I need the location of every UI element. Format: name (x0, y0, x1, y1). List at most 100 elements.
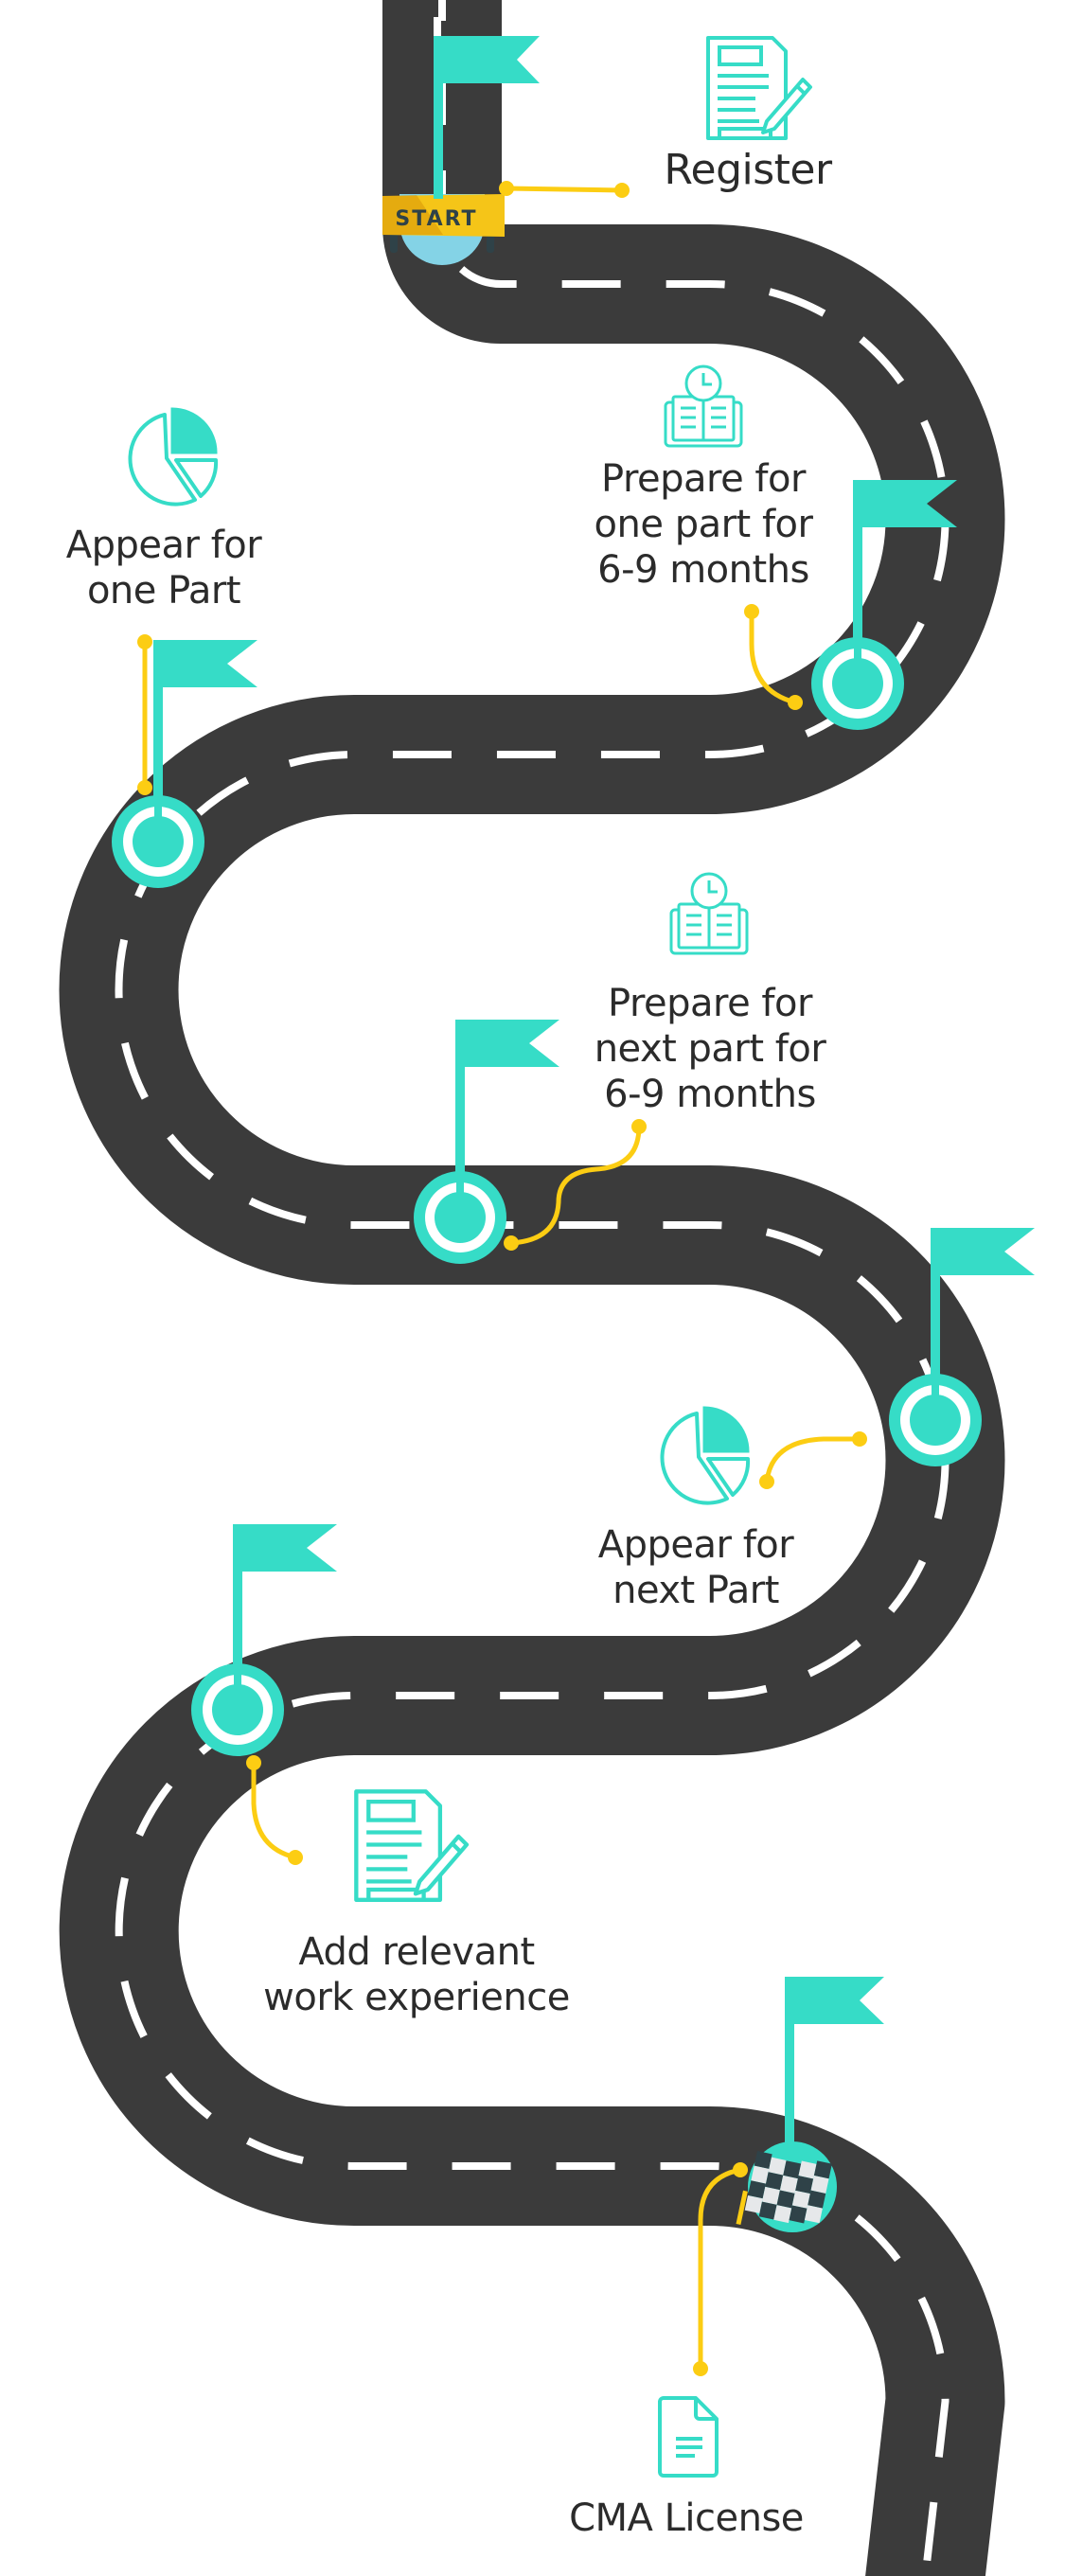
flag-icon (233, 1524, 337, 1572)
checker-square (776, 2190, 795, 2209)
flag-pole-end (234, 1672, 241, 1700)
checker-square (795, 2176, 814, 2194)
flag-pole (434, 36, 443, 199)
checker-square (779, 2175, 798, 2194)
milestone-appear-next (889, 1228, 1035, 1466)
checker-square (804, 2205, 823, 2224)
flag-pole (455, 1020, 465, 1217)
flag-pole-end (154, 804, 162, 832)
connector-dot (246, 1755, 261, 1770)
checker-square (761, 2186, 780, 2205)
connector-dot (733, 2162, 748, 2177)
checker-square (754, 2151, 772, 2169)
step-text-line: next part for (594, 1027, 826, 1071)
connector-line (508, 1124, 642, 1246)
checker-square (810, 2175, 829, 2194)
checker-square (768, 2157, 787, 2176)
flag-icon (785, 1977, 884, 2024)
connector-work-experience (246, 1755, 303, 1865)
flag-pole (931, 1228, 940, 1420)
checker-square (758, 2201, 777, 2220)
document-pen-icon (356, 1791, 467, 1899)
flag-pole (785, 1977, 794, 2166)
step-text-line: next Part (612, 1569, 779, 1612)
book-clock-icon (669, 872, 749, 955)
checker-square (798, 2160, 817, 2179)
checker-square (751, 2165, 770, 2184)
step-text-line: 6-9 months (604, 1073, 816, 1116)
connector-dot (504, 1235, 519, 1251)
document-fold (694, 2398, 717, 2421)
step-text-line: Add relevant (298, 1930, 535, 1974)
step-text-line: work experience (263, 1976, 570, 2019)
connector-dot (693, 2361, 708, 2376)
flag-pole (233, 1524, 242, 1710)
flag-pole (853, 480, 862, 684)
document-outline (658, 2396, 719, 2478)
checker-square (744, 2194, 763, 2213)
checker-square (791, 2190, 810, 2209)
step-text-line: Prepare for (601, 457, 806, 501)
document-pen-icon (706, 36, 812, 140)
checker-pole (736, 2190, 748, 2226)
connector-line (749, 609, 798, 705)
pie-chart-icon (660, 1406, 751, 1505)
road (59, 0, 1005, 2576)
step-label-prepare-next: Prepare for next part for 6-9 months (559, 981, 861, 1117)
step-text-line: one Part (86, 569, 241, 613)
flag-icon (931, 1228, 1035, 1275)
book-clock-icon (664, 364, 743, 448)
flag-icon (153, 640, 257, 687)
step-text-line: Prepare for (608, 982, 812, 1025)
flag-pole-end (932, 1382, 939, 1411)
book-clock-icon (669, 872, 749, 955)
step-text-line: Register (664, 146, 832, 194)
connector-appear-next (759, 1431, 867, 1489)
connector-dot (499, 181, 514, 196)
step-text-line: Appear for (65, 524, 262, 567)
connector-line (698, 2167, 743, 2372)
checker-square (773, 2205, 792, 2224)
step-text-line: CMA License (569, 2496, 804, 2540)
checker-square (748, 2180, 766, 2199)
finish-marker (736, 1977, 884, 2232)
flag-icon (455, 1020, 559, 1067)
connector-dot (288, 1850, 303, 1865)
book-clock-icon (664, 364, 743, 448)
lane-marking (115, 0, 950, 2576)
checker-square (765, 2172, 784, 2191)
document-icon (658, 2396, 719, 2478)
pie-chart-icon (128, 407, 219, 506)
flag-icon (853, 480, 957, 527)
connector-dot (614, 183, 630, 198)
document-lines (676, 2437, 702, 2458)
flag-pole-end (854, 646, 861, 674)
connector-dot (744, 604, 759, 619)
milestone-dot (910, 1395, 961, 1446)
step-label-cma-license: CMA License (540, 2496, 833, 2541)
milestone-dot (435, 1192, 486, 1243)
checker-square (813, 2160, 832, 2179)
connector-dot (137, 780, 152, 795)
connector-dot (788, 695, 803, 710)
flag-pole-end (456, 1180, 464, 1208)
step-label-appear-next: Appear for next Part (559, 1522, 833, 1613)
pie-chart-icon (660, 1406, 751, 1505)
milestone-prepare-one (811, 480, 957, 730)
document-pen-icon (356, 1791, 467, 1899)
milestone-dot (832, 658, 883, 709)
step-label-register: Register (653, 148, 843, 193)
connector-prepare-one (744, 604, 803, 710)
flag-icon (434, 36, 540, 83)
checker-square (808, 2190, 826, 2209)
connector-dot (852, 1431, 867, 1447)
connector-cma-license (693, 2162, 748, 2376)
document-pen-icon (706, 36, 812, 140)
connector-dot (759, 1474, 774, 1489)
milestone-appear-one (112, 640, 257, 888)
connector-register (499, 181, 630, 198)
start-flag (434, 17, 540, 199)
step-label-work-experience: Add relevant work experience (227, 1929, 606, 2020)
checker-square (783, 2160, 802, 2179)
step-label-prepare-one: Prepare for one part for 6-9 months (561, 456, 845, 593)
